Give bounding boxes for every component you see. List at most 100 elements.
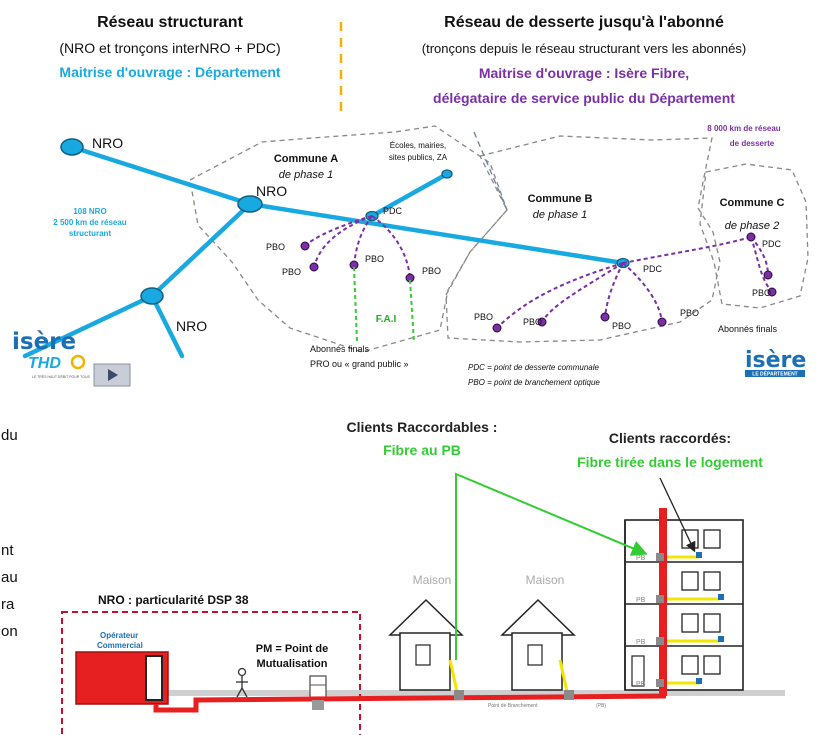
- fai-label: F.A.I: [376, 314, 397, 325]
- sites-line1: Écoles, mairies,: [390, 141, 446, 150]
- sites-line2: sites publics, ZA: [389, 153, 448, 162]
- maison-label-2: Maison: [526, 573, 565, 587]
- commune-b-phase: de phase 1: [533, 209, 587, 221]
- pbo-label-8: PBO: [680, 308, 699, 318]
- commune-a-phase: de phase 1: [279, 169, 333, 181]
- play-icon: [108, 369, 118, 381]
- side-text-1: du: [1, 427, 18, 444]
- pb-floor-2: PB: [636, 597, 646, 604]
- stats-line3: structurant: [69, 229, 112, 238]
- pbo-label-3: PBO: [365, 254, 384, 264]
- nro-label-1: NRO: [92, 135, 123, 151]
- operateur-door: [145, 655, 163, 701]
- structuring-network: [22, 144, 626, 359]
- isere-thd-thd: THD: [28, 355, 61, 372]
- fibre-tiree-arrow: [659, 477, 696, 553]
- stats-line1: 108 NRO: [73, 207, 106, 216]
- abonnes-line1: Abonnés finals: [310, 344, 370, 354]
- point-branchement-label: Point de Branchement: [488, 703, 538, 709]
- legend-pdc: PDC = point de desserte communale: [468, 363, 600, 372]
- side-text-3: au: [1, 569, 18, 586]
- main-fibre: [153, 693, 667, 713]
- outlet-icons: [696, 552, 724, 684]
- house-2-pb: [564, 690, 574, 700]
- right-subtitle: (tronçons depuis le réseau structurant v…: [422, 41, 746, 56]
- commune-a-zone: [189, 125, 508, 353]
- commune-c-phase: de phase 2: [725, 220, 779, 232]
- house-2: [500, 598, 576, 691]
- point-branchement-abbr: (PB): [596, 703, 606, 709]
- isere-department-logo: isère LE DÉPARTEMENT: [745, 348, 806, 378]
- nro-dsp-title: NRO : particularité DSP 38: [98, 593, 249, 607]
- right-title: Réseau de desserte jusqu'à l'abonné: [444, 14, 724, 31]
- technician-icon: [236, 667, 248, 698]
- legend-pbo: PBO = point de branchement optique: [468, 378, 600, 387]
- left-moa: Maitrise d'ouvrage : Département: [59, 64, 281, 80]
- operateur-line1: Opérateur: [100, 631, 138, 640]
- pdc-label-b: PDC: [643, 264, 663, 274]
- pm-line1: PM = Point de: [256, 643, 328, 655]
- right-moa-line1: Maitrise d'ouvrage : Isère Fibre,: [479, 65, 689, 81]
- isere-dep-word: isère: [745, 348, 806, 373]
- left-title: Réseau structurant: [97, 14, 243, 31]
- clients-raccordables: Clients Raccordables :: [347, 419, 498, 435]
- isere-dep-tagline: LE DÉPARTEMENT: [752, 370, 797, 378]
- nro-node-1: [60, 138, 84, 156]
- right-moa-line2: délégataire de service public du Départe…: [433, 90, 735, 106]
- fai-links: [353, 266, 415, 343]
- ground: [150, 690, 785, 696]
- pm-cabinet: [309, 675, 327, 699]
- isere-thd-tagline: LE TRÈS HAUT DÉBIT POUR TOUS: [32, 374, 90, 379]
- pb-floor-3: PB: [636, 639, 646, 646]
- fibre-tiree: Fibre tirée dans le logement: [577, 454, 763, 470]
- side-text-4: ra: [1, 596, 15, 613]
- pbo-label-1: PBO: [266, 242, 285, 252]
- pdc-label-a: PDC: [383, 206, 403, 216]
- left-subtitle: (NRO et tronçons interNRO + PDC): [59, 40, 280, 56]
- floor-pb-boxes: [656, 553, 664, 687]
- isere-dep-tag-bg: [745, 370, 805, 377]
- pm-line2: Mutualisation: [257, 658, 328, 670]
- isere-thd-word: isère: [12, 329, 76, 355]
- stats-line2: 2 500 km de réseau: [53, 218, 126, 227]
- desserte-line2: de desserte: [730, 139, 775, 148]
- isere-thd-logo: isère THD LE TRÈS HAUT DÉBIT POUR TOUS: [12, 329, 131, 387]
- commune-c-label: Commune C: [720, 197, 785, 209]
- abonnes-right: Abonnés finals: [718, 324, 778, 334]
- pbo-label-7: PBO: [612, 321, 631, 331]
- commune-a-label: Commune A: [274, 153, 338, 165]
- pbo-nodes-b: [492, 232, 777, 333]
- house-1-pb: [454, 690, 464, 700]
- fibre-au-pb: Fibre au PB: [383, 442, 461, 458]
- side-text-5: on: [1, 623, 18, 640]
- floor-drops: [667, 555, 720, 685]
- nro-dsp-box: [61, 611, 361, 735]
- house-1: [388, 598, 464, 691]
- nro-node-3: [140, 287, 164, 305]
- pbo-label-9: PBO: [752, 288, 771, 298]
- desserte-b: [496, 236, 773, 329]
- commune-b-label: Commune B: [528, 193, 593, 205]
- commune-c-zone: [699, 163, 809, 309]
- pbo-label-2: PBO: [282, 267, 301, 277]
- thd-swirl-icon: [70, 354, 86, 370]
- nro-node-2: [237, 195, 263, 213]
- side-text-2: nt: [1, 542, 14, 559]
- fibre-pb-arrow: [455, 472, 648, 660]
- pbo-label-4: PBO: [422, 266, 441, 276]
- maison-label-1: Maison: [413, 573, 452, 587]
- nro-label-2: NRO: [256, 183, 287, 199]
- pb-floor-4: PB: [636, 681, 646, 688]
- pbo-label-6: PBO: [523, 317, 542, 327]
- desserte-line1: 8 000 km de réseau: [707, 124, 780, 133]
- sites-node: [441, 169, 453, 179]
- clients-raccordes: Clients raccordés:: [609, 430, 731, 446]
- pdc-label-c: PDC: [762, 239, 782, 249]
- pb-floor-1: PB: [636, 555, 646, 562]
- commune-a-b-divider: [473, 131, 508, 211]
- abonnes-line2: PRO ou « grand public »: [310, 359, 409, 369]
- pbo-label-5: PBO: [474, 312, 493, 322]
- pm-base: [312, 700, 324, 710]
- operateur-line2: Commercial: [97, 641, 143, 650]
